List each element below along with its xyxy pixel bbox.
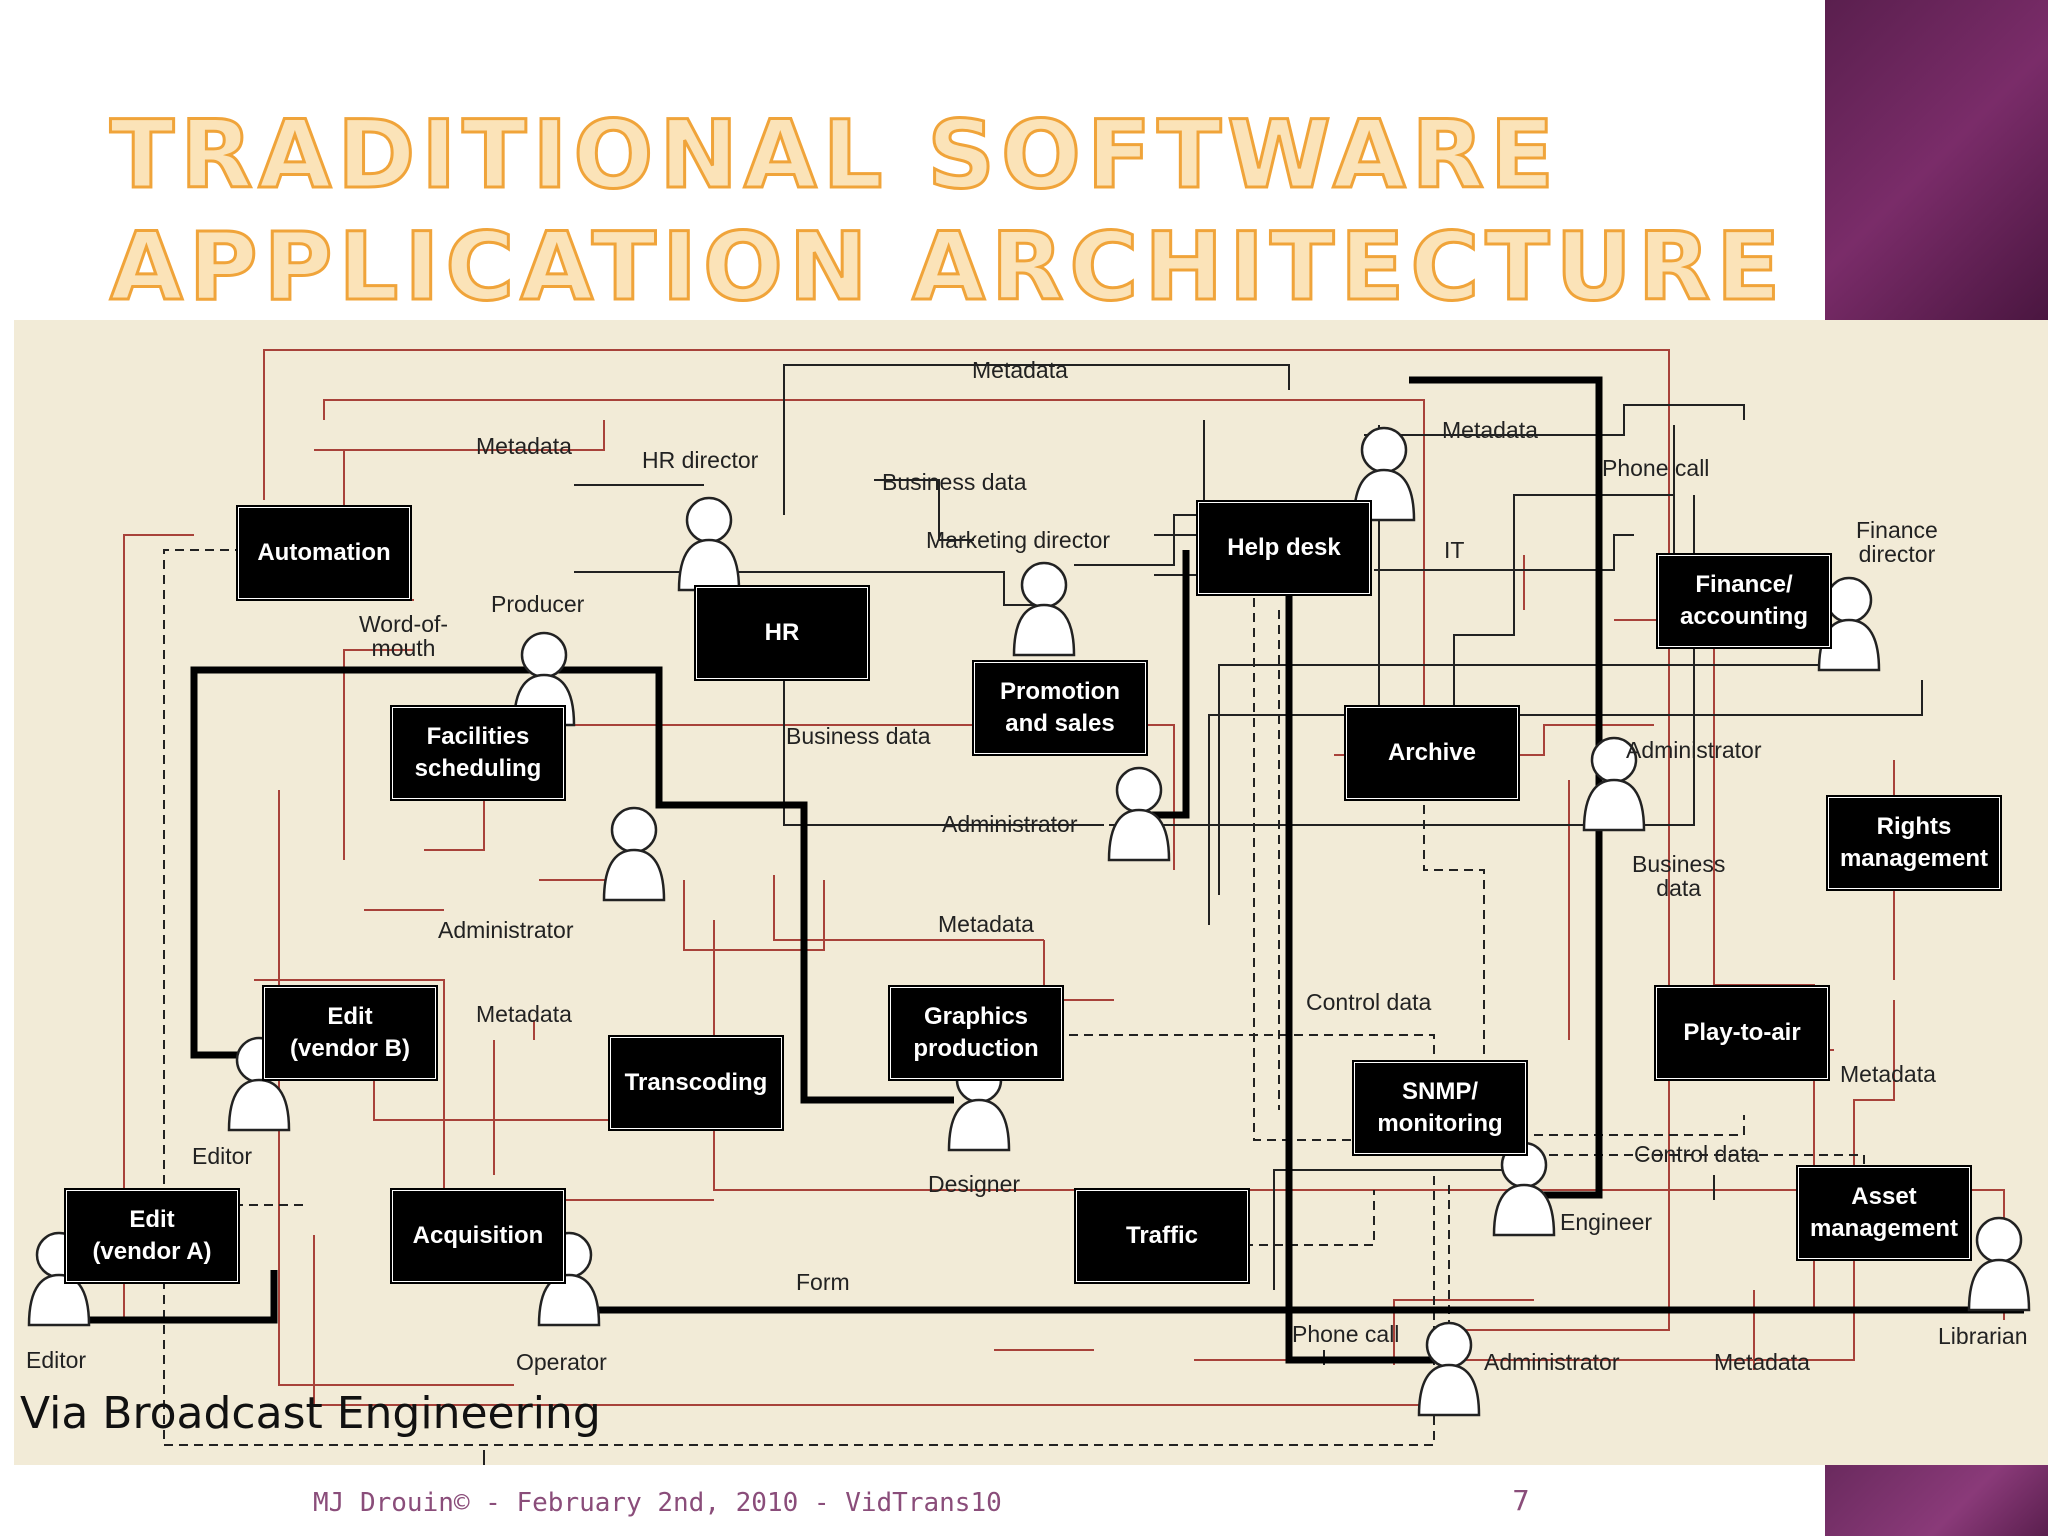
play-to-air-node: Play-to-air [1654, 985, 1830, 1081]
archive-node: Archive [1344, 705, 1520, 801]
help-desk-node: Help desk [1196, 500, 1372, 596]
business-data-right-label: Business data [1632, 851, 1726, 901]
producer-label: Producer [491, 591, 585, 617]
it-person-icon [1352, 426, 1416, 522]
engineer-label: Engineer [1560, 1209, 1653, 1235]
slide-title-line-2: Application Architecture [108, 212, 1787, 324]
administrator-person-icon [1107, 766, 1171, 862]
business-data-top-label: Business data [882, 469, 1027, 495]
facilities-scheduling-node: Facilities scheduling [390, 705, 566, 801]
operator-label: Operator [516, 1349, 607, 1375]
edit-vendor-a-node: Edit (vendor A) [64, 1188, 240, 1284]
metadata-play-label: Metadata [1840, 1061, 1936, 1087]
control-data-center-label: Control data [1306, 989, 1432, 1015]
purple-accent-bottom [1825, 1465, 2048, 1536]
librarian-label: Librarian [1938, 1323, 2028, 1349]
metadata-edit-label: Metadata [476, 1001, 572, 1027]
finance-director-label: Finance director [1856, 517, 1938, 567]
slide-title: Traditional Software Application Archite… [108, 100, 1787, 324]
edit-vendor-b-node: Edit (vendor B) [262, 985, 438, 1081]
designer-label: Designer [928, 1171, 1021, 1197]
phone-call-top-label: Phone call [1602, 455, 1710, 481]
metadata-top-label: Metadata [972, 357, 1068, 383]
purple-accent-top [1825, 0, 2048, 320]
asset-management-node: Asset management [1796, 1165, 1972, 1261]
finance-director-person-icon [1817, 576, 1881, 672]
hr-node: HR [694, 585, 870, 681]
phone-call-lines [54, 376, 2024, 1364]
connection-lines [27, 349, 2031, 1465]
transcoding-node: Transcoding [608, 1035, 784, 1131]
business-data-mid-label: Business data [786, 723, 931, 749]
phone-call-bottom-label: Phone call [1292, 1321, 1400, 1347]
administrator-left-label: Administrator [438, 917, 574, 943]
librarian-person-icon [1967, 1216, 2031, 1312]
snmp-monitoring-node: SNMP/ monitoring [1352, 1060, 1528, 1156]
graphics-production-node: Graphics production [888, 985, 1064, 1081]
left-administrator-person-icon [602, 806, 666, 902]
editor-a-label: Editor [26, 1347, 87, 1373]
hr-director-label: HR director [642, 447, 759, 473]
slide-title-line-1: Traditional Software [108, 100, 1561, 212]
hr-director-person-icon [677, 496, 741, 592]
archive-administrator-person-icon [1582, 736, 1646, 832]
administrator-center-label: Administrator [942, 811, 1078, 837]
form-label: Form [796, 1269, 850, 1295]
metadata-bottom-label: Metadata [1714, 1349, 1810, 1375]
metadata-right-label: Metadata [1442, 417, 1538, 443]
finance-accounting-node: Finance/ accounting [1656, 553, 1832, 649]
marketing-director-label: Marketing director [926, 527, 1111, 553]
it-label: IT [1444, 537, 1465, 563]
word-of-mouth-label: Word-of- mouth [359, 611, 449, 661]
metadata-left-label: Metadata [476, 433, 572, 459]
architecture-diagram: Automation HR Help desk Finance/ account… [14, 320, 2048, 1465]
acquisition-node: Acquisition [390, 1188, 566, 1284]
editor-b-label: Editor [192, 1143, 253, 1169]
metadata-center-label: Metadata [938, 911, 1034, 937]
rights-management-node: Rights management [1826, 795, 2002, 891]
administrator-bottom-label: Administrator [1484, 1349, 1620, 1375]
page-number: 7 [1512, 1484, 1530, 1517]
slide-footer: MJ Drouin© - February 2nd, 2010 - VidTra… [313, 1488, 1002, 1518]
bottom-administrator-person-icon [1417, 1321, 1481, 1417]
administrator-archive-label: Administrator [1626, 737, 1762, 763]
person-icons [27, 426, 2031, 1417]
automation-node: Automation [236, 505, 412, 601]
source-caption: Via Broadcast Engineering [20, 1388, 601, 1439]
traffic-node: Traffic [1074, 1188, 1250, 1284]
operator-person-icon [537, 1231, 601, 1327]
marketing-director-person-icon [1012, 561, 1076, 657]
control-data-right-label: Control data [1634, 1141, 1760, 1167]
promotion-sales-node: Promotion and sales [972, 660, 1148, 756]
